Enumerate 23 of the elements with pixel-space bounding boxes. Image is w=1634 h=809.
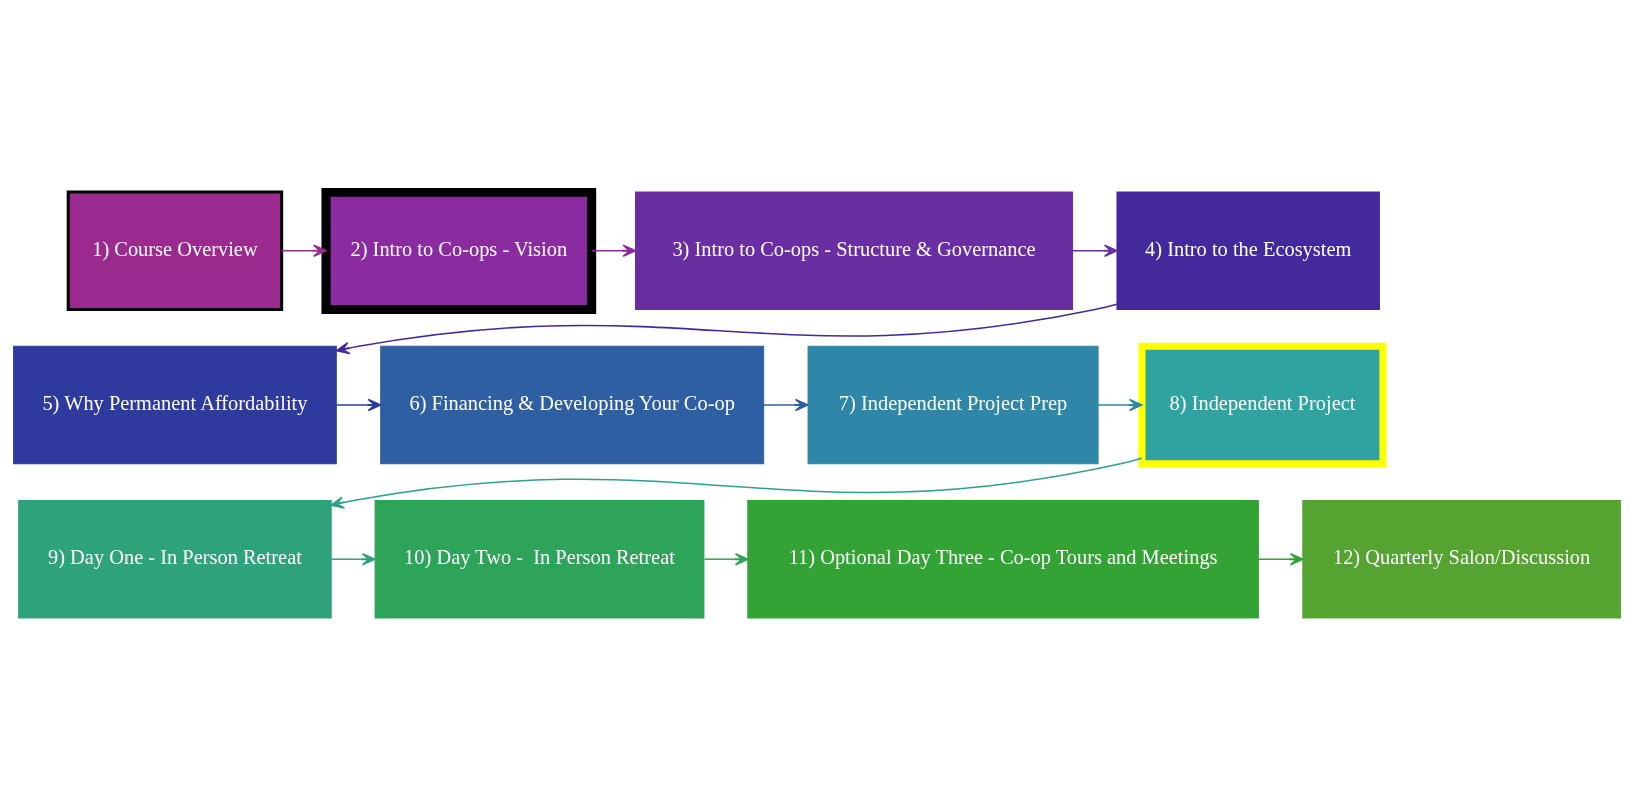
node-box: 12) Quarterly Salon/Discussion: [1302, 499, 1621, 618]
arrow: [330, 552, 376, 565]
node-box: 8) Independent Project: [1138, 342, 1387, 467]
arrow: [590, 244, 637, 257]
node-box: 4) Intro to the Ecosystem: [1116, 191, 1380, 310]
node-box: 2) Intro to Co-ops - Vision: [321, 187, 597, 314]
arrow: [280, 244, 327, 257]
arrow: [1097, 398, 1143, 411]
node-box: 1) Course Overview: [66, 190, 284, 311]
arrow: [336, 302, 1118, 354]
node-box: 7) Independent Project Prep: [807, 345, 1099, 464]
node-box: 3) Intro to Co-ops - Structure & Governance: [635, 191, 1074, 310]
arrow: [703, 552, 749, 565]
node-box: 11) Optional Day Three - Co-op Tours and Meetings: [747, 499, 1259, 618]
arrow: [1071, 244, 1118, 257]
node-box: 10) Day Two - In Person Retreat: [374, 499, 705, 618]
arrow: [1258, 552, 1304, 565]
node-box: 5) Why Permanent Affordability: [13, 345, 337, 464]
arrow: [330, 456, 1143, 509]
node-box: 6) Financing & Developing Your Co-op: [380, 345, 765, 464]
arrow: [762, 398, 809, 411]
node-box: 9) Day One - In Person Retreat: [18, 499, 332, 618]
arrow: [335, 398, 382, 411]
